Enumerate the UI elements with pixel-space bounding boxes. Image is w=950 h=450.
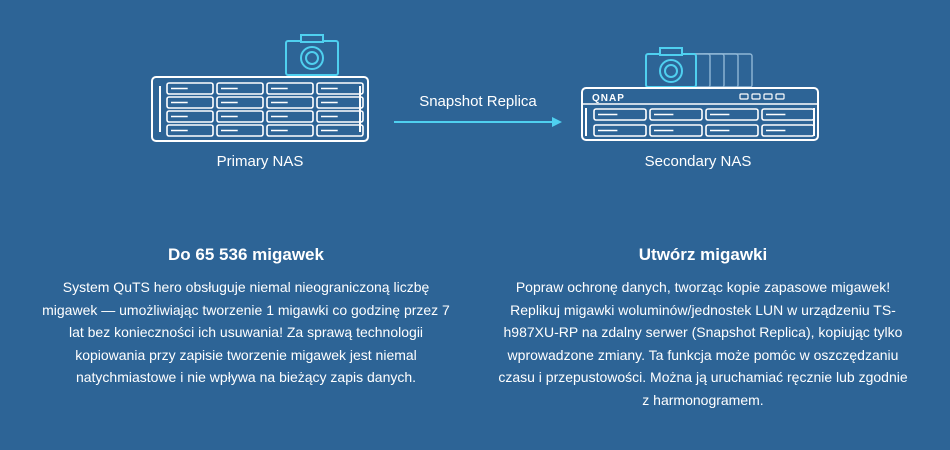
camera-icon <box>285 34 339 76</box>
primary-drive-bays <box>166 82 364 137</box>
drive-bay <box>705 108 759 121</box>
drive-bay <box>216 124 264 137</box>
drive-bay <box>216 110 264 123</box>
secondary-drive-bays <box>593 108 815 137</box>
drive-bay <box>166 82 214 95</box>
primary-nas-illustration <box>151 34 369 142</box>
drive-bay <box>316 124 364 137</box>
right-column: Utwórz migawki Popraw ochronę danych, tw… <box>493 244 913 411</box>
drive-bay <box>705 124 759 137</box>
drive-bay <box>316 82 364 95</box>
drive-bay <box>316 110 364 123</box>
drive-bay <box>649 108 703 121</box>
secondary-nas-chassis <box>581 87 819 141</box>
secondary-nas-illustration: QNAP <box>581 47 819 141</box>
drive-bay <box>761 124 815 137</box>
drive-bay <box>593 108 647 121</box>
right-title: Utwórz migawki <box>638 245 768 264</box>
left-body: System QuTS hero obsługuje niemal nieogr… <box>42 279 450 385</box>
drive-bay <box>316 96 364 109</box>
drive-bay <box>593 124 647 137</box>
left-column: Do 65 536 migawek System QuTS hero obsłu… <box>36 244 456 389</box>
drive-bay <box>266 82 314 95</box>
drive-bay <box>761 108 815 121</box>
arrow-label: Snapshot Replica <box>419 93 537 110</box>
drive-bay <box>266 110 314 123</box>
secondary-nas-label: Secondary NAS <box>644 153 752 170</box>
drive-bay <box>166 96 214 109</box>
drive-bay <box>216 96 264 109</box>
drive-bay <box>216 82 264 95</box>
drive-bay <box>266 124 314 137</box>
drive-bay <box>166 110 214 123</box>
primary-nas-chassis <box>151 76 369 142</box>
drive-bay <box>649 124 703 137</box>
camera-icon <box>645 47 697 88</box>
brand-logo: QNAP <box>592 93 625 104</box>
stacked-camera-icons <box>645 47 753 88</box>
left-title: Do 65 536 migawek <box>168 245 324 264</box>
replica-arrow <box>394 117 562 127</box>
right-body: Popraw ochronę danych, tworząc kopie zap… <box>498 279 908 408</box>
primary-nas-label: Primary NAS <box>216 153 304 170</box>
drive-bay <box>266 96 314 109</box>
drive-bay <box>166 124 214 137</box>
status-leds <box>739 93 785 100</box>
